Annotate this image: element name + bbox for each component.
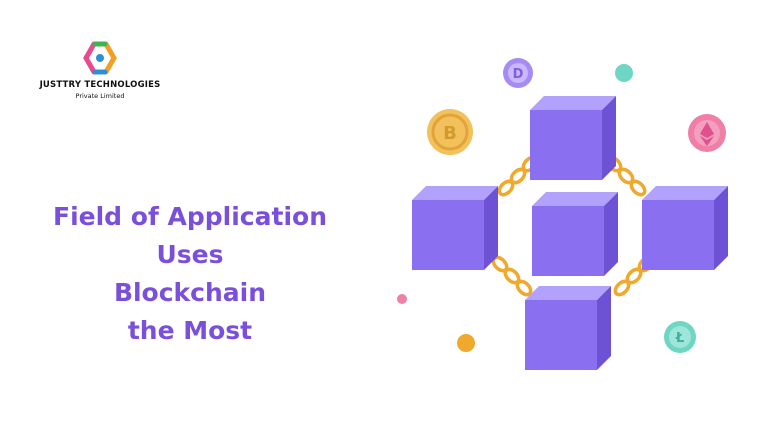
cube-right bbox=[642, 186, 728, 270]
company-subtitle: Private Limited bbox=[75, 92, 125, 100]
headline-line-4: the Most bbox=[127, 316, 253, 345]
svg-text:D: D bbox=[513, 67, 524, 82]
teal-dot bbox=[615, 64, 633, 82]
headline-line-1: Field of Application bbox=[53, 202, 327, 231]
polkadot-coin-icon: D bbox=[503, 58, 533, 88]
headline-line-2: Uses bbox=[156, 240, 224, 269]
logo-icon bbox=[83, 41, 117, 75]
svg-text:Ł: Ł bbox=[675, 331, 684, 346]
ethereum-coin-icon bbox=[688, 114, 726, 152]
headline-line-3: Blockchain bbox=[113, 278, 267, 307]
company-logo: JUSTTRY TECHNOLOGIES Private Limited bbox=[30, 40, 170, 100]
litecoin-coin-icon: Ł bbox=[664, 321, 696, 353]
cube-top bbox=[530, 96, 616, 180]
cube-bottom bbox=[525, 286, 611, 370]
cube-center bbox=[532, 192, 618, 276]
svg-text:B: B bbox=[443, 123, 457, 144]
orange-dot bbox=[457, 334, 475, 352]
headline: Field of Application Uses Blockchain the… bbox=[40, 198, 340, 350]
bitcoin-coin-icon: B bbox=[427, 109, 473, 155]
blockchain-illustration: B D Ł bbox=[397, 58, 728, 370]
pink-dot bbox=[397, 294, 407, 304]
cube-left bbox=[412, 186, 498, 270]
company-name: JUSTTRY TECHNOLOGIES bbox=[39, 80, 161, 90]
